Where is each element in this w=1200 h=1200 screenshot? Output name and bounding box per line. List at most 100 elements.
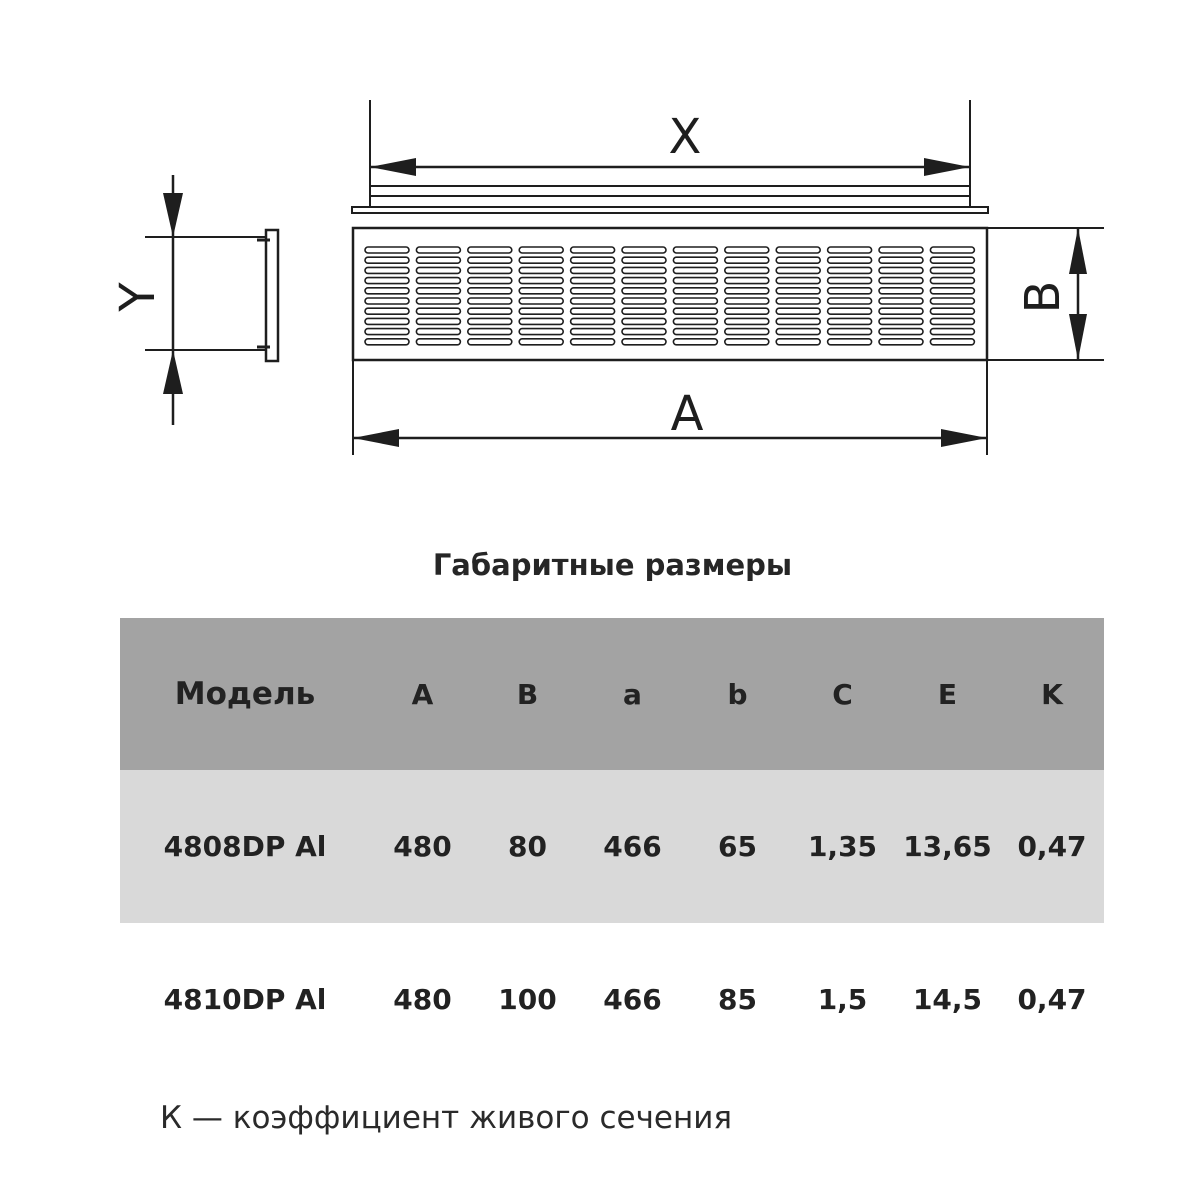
ventilation-slot xyxy=(466,327,513,336)
table-header-row: Модель A B a b C E K xyxy=(120,618,1104,770)
ventilation-slot xyxy=(672,327,719,336)
ventilation-slot xyxy=(466,337,513,346)
ventilation-slot xyxy=(775,246,822,254)
dimension-y-label: Y xyxy=(110,282,166,313)
column-header-a-upper: A xyxy=(411,677,434,711)
ventilation-slot xyxy=(929,317,976,326)
ventilation-slot xyxy=(826,276,873,285)
cell-c: 1,35 xyxy=(807,830,878,863)
footnote: К — коэффициент живого сечения xyxy=(160,1100,733,1136)
ventilation-slot xyxy=(672,256,719,265)
ventilation-slot xyxy=(775,297,822,305)
ventilation-slot xyxy=(415,266,462,275)
ventilation-slot xyxy=(569,266,616,275)
ventilation-slot xyxy=(569,276,616,285)
ventilation-slot xyxy=(466,307,513,316)
ventilation-slot xyxy=(466,276,513,285)
ventilation-slot xyxy=(775,276,822,285)
ventilation-slots xyxy=(364,246,976,346)
ventilation-slot xyxy=(672,266,719,275)
ventilation-slot xyxy=(878,246,924,254)
ventilation-slot xyxy=(723,246,770,254)
ventilation-slot xyxy=(364,256,410,265)
cell-k: 0,47 xyxy=(1017,830,1087,863)
dimensions-table: Модель A B a b C E K 4808DP Al 480 80 46… xyxy=(120,618,1104,1076)
ventilation-slot xyxy=(826,256,873,265)
ventilation-slot xyxy=(415,337,462,346)
dimension-x-label: X xyxy=(669,109,702,165)
column-header-b-upper: B xyxy=(516,677,539,711)
cell-model: 4810DP Al xyxy=(163,983,327,1016)
ventilation-slot xyxy=(518,276,565,285)
ventilation-slot xyxy=(518,317,565,326)
ventilation-slot xyxy=(415,307,462,316)
dimension-a-label: A xyxy=(671,386,704,442)
ventilation-slot xyxy=(929,256,976,265)
ventilation-slot xyxy=(929,307,976,316)
dimension-y-arrow-top xyxy=(163,193,183,237)
ventilation-slot xyxy=(723,337,770,346)
front-view xyxy=(351,226,989,362)
cell-a-upper: 480 xyxy=(393,830,452,863)
ventilation-slot xyxy=(672,276,719,285)
ventilation-slot xyxy=(826,286,873,295)
ventilation-slot xyxy=(621,327,667,336)
ventilation-slot xyxy=(415,297,462,305)
cell-a-lower: 466 xyxy=(603,983,662,1016)
ventilation-slot xyxy=(878,297,924,305)
dimension-b: B xyxy=(987,227,1104,361)
cell-a-lower: 466 xyxy=(603,830,662,863)
ventilation-slot xyxy=(569,246,616,254)
ventilation-slot xyxy=(723,266,770,275)
ventilation-slot xyxy=(723,286,770,295)
cell-c: 1,5 xyxy=(817,983,868,1016)
ventilation-slot xyxy=(826,266,873,275)
ventilation-slot xyxy=(878,276,924,285)
ventilation-slot xyxy=(364,286,410,295)
ventilation-slot xyxy=(569,286,616,295)
dimension-y-arrow-bottom xyxy=(163,350,183,394)
ventilation-slot xyxy=(929,246,976,254)
ventilation-slot xyxy=(878,307,924,316)
ventilation-slot xyxy=(466,266,513,275)
ventilation-slot xyxy=(621,266,667,275)
ventilation-slot xyxy=(929,286,976,295)
cell-e: 13,65 xyxy=(903,830,992,863)
dimension-b-label: B xyxy=(1015,281,1071,314)
ventilation-slot xyxy=(878,337,924,346)
ventilation-slot xyxy=(364,317,410,326)
ventilation-slot xyxy=(826,337,873,346)
ventilation-slot xyxy=(878,317,924,326)
ventilation-slot xyxy=(569,256,616,265)
column-header-model: Модель xyxy=(174,676,316,712)
ventilation-slot xyxy=(775,327,822,336)
ventilation-slot xyxy=(415,327,462,336)
ventilation-slot xyxy=(466,317,513,326)
ventilation-slot xyxy=(672,246,719,254)
ventilation-slot xyxy=(621,337,667,346)
ventilation-slot xyxy=(466,246,513,254)
column-header-k: K xyxy=(1041,677,1063,711)
ventilation-slot xyxy=(415,276,462,285)
ventilation-slot xyxy=(826,307,873,316)
ventilation-slot xyxy=(775,307,822,316)
ventilation-slot xyxy=(466,286,513,295)
ventilation-slot xyxy=(723,307,770,316)
grille-dimension-drawing: Y X A B xyxy=(110,100,1104,455)
ventilation-slot xyxy=(518,286,565,295)
ventilation-slot xyxy=(723,276,770,285)
ventilation-slot xyxy=(672,307,719,316)
cell-b-lower: 85 xyxy=(718,983,757,1016)
ventilation-slot xyxy=(621,297,667,305)
ventilation-slot xyxy=(929,276,976,285)
cell-b-upper: 80 xyxy=(508,830,547,863)
ventilation-slot xyxy=(569,297,616,305)
ventilation-slot xyxy=(878,256,924,265)
column-header-b-lower: b xyxy=(727,677,748,711)
ventilation-slot xyxy=(723,256,770,265)
ventilation-slot xyxy=(929,266,976,275)
ventilation-slot xyxy=(415,317,462,326)
cell-e: 14,5 xyxy=(912,983,983,1016)
ventilation-slot xyxy=(621,246,667,254)
ventilation-slot xyxy=(672,286,719,295)
